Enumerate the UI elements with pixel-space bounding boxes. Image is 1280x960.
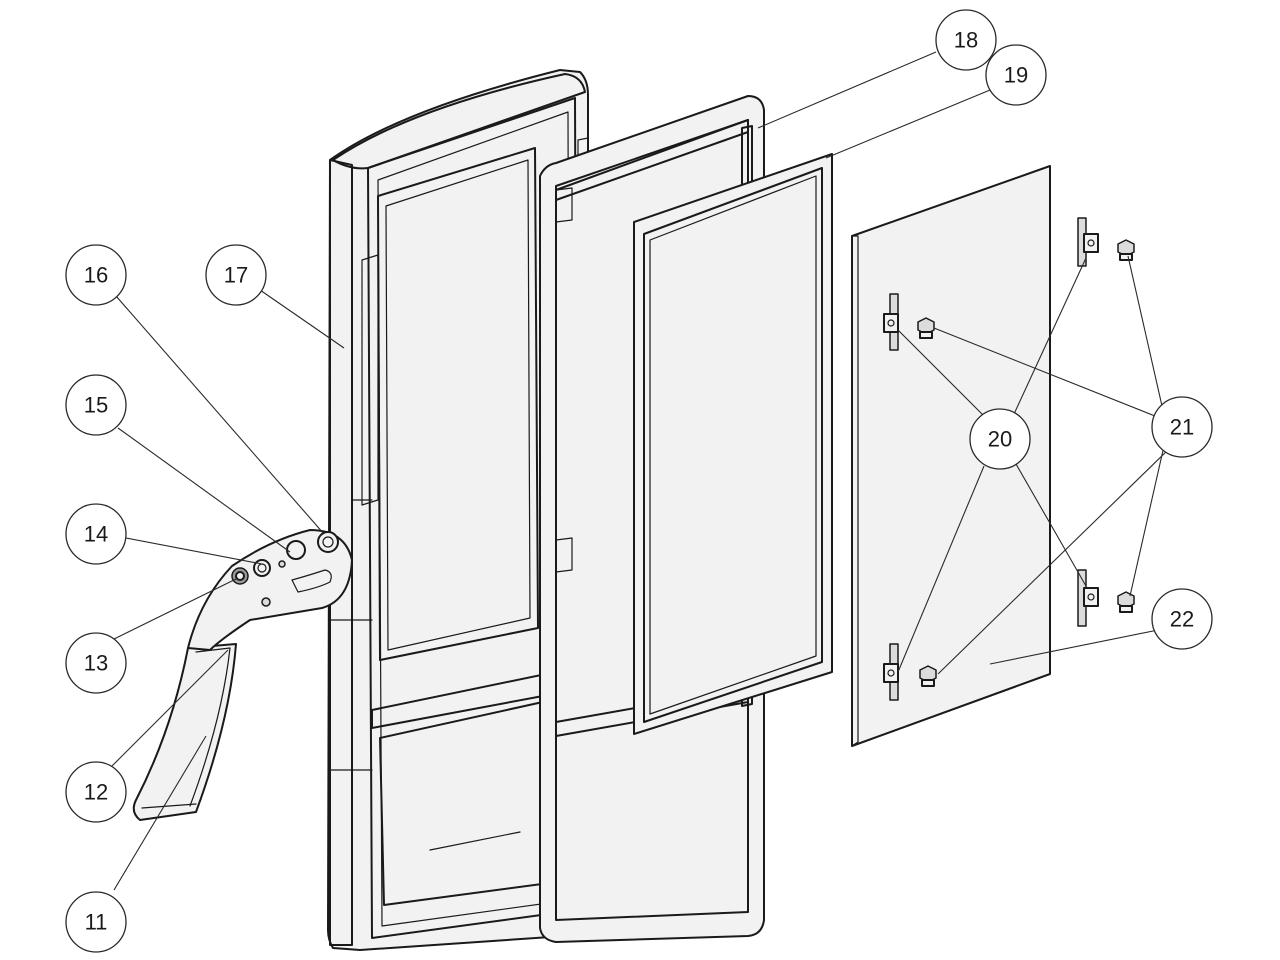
- glass-panel-part: [851, 165, 1051, 747]
- gasket-frame-part: [633, 153, 833, 735]
- callout-21-label: 21: [1170, 415, 1194, 440]
- callout-13: 13: [65, 632, 127, 694]
- bracket-mid-left: [883, 293, 899, 351]
- callout-13-label: 13: [84, 651, 108, 676]
- bolt-bottom-right: [1117, 591, 1135, 613]
- bracket-top-right: [1077, 217, 1099, 267]
- callout-18-label: 18: [954, 28, 978, 53]
- bolt-bottom-left: [919, 665, 937, 687]
- hinge-handle-part: [132, 529, 353, 821]
- callout-14: 14: [65, 503, 127, 565]
- callout-16-label: 16: [84, 263, 108, 288]
- bolt-mid-left: [917, 317, 935, 339]
- callout-11: 11: [65, 891, 127, 953]
- callout-20: 20: [969, 408, 1031, 470]
- bolt-top-right: [1117, 239, 1135, 261]
- callout-18: 18: [935, 9, 997, 71]
- callout-17: 17: [205, 244, 267, 306]
- callout-16: 16: [65, 244, 127, 306]
- brackets-bolts-part: [883, 217, 1135, 701]
- callout-19: 19: [985, 44, 1047, 106]
- callout-22: 22: [1151, 588, 1213, 650]
- callout-21: 21: [1151, 396, 1213, 458]
- callout-19-label: 19: [1004, 63, 1028, 88]
- callout-12-label: 12: [84, 780, 108, 805]
- callout-14-label: 14: [84, 522, 108, 547]
- callout-15: 15: [65, 374, 127, 436]
- leader-lines: [111, 51, 1171, 891]
- callout-12: 12: [65, 761, 127, 823]
- callout-15-label: 15: [84, 393, 108, 418]
- callout-17-label: 17: [224, 263, 248, 288]
- callout-20-label: 20: [988, 427, 1012, 452]
- callout-22-label: 22: [1170, 607, 1194, 632]
- callout-11-label: 11: [85, 910, 108, 935]
- bracket-bottom-right: [1077, 569, 1099, 627]
